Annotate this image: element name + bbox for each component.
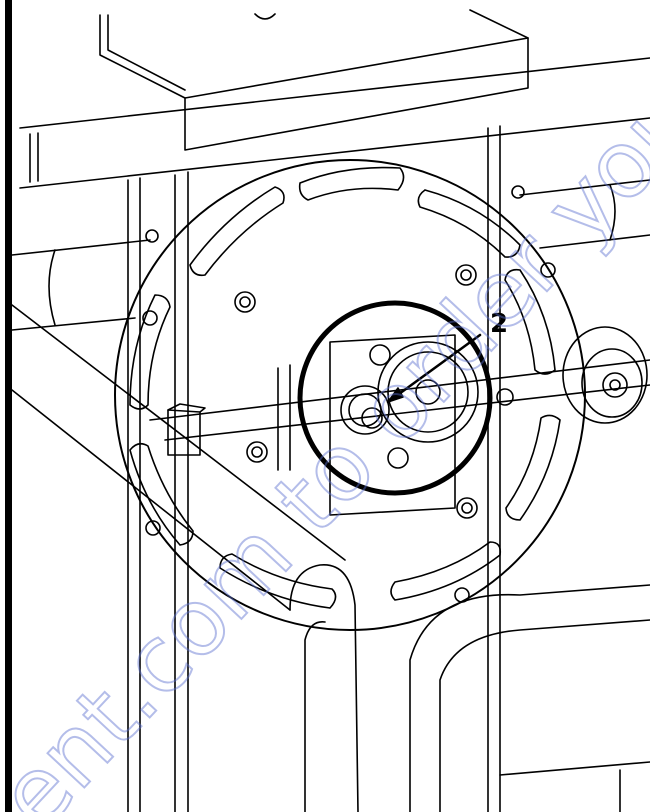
rotor-plate: [114, 159, 586, 631]
side-bracket: [167, 403, 206, 456]
detail-callout-circle: [297, 300, 493, 496]
vertical-frame-posts: [127, 125, 501, 812]
left-border-bar: [5, 0, 12, 812]
callout-leader-arrow: [386, 333, 482, 404]
horizontal-beam: [19, 57, 650, 189]
diagonal-frame-arms: [11, 304, 650, 611]
pinion-gear: [340, 385, 390, 435]
top-mounting-box: [99, 9, 529, 151]
gear-motor-housing: [277, 334, 456, 516]
plate-bolts: [234, 264, 514, 519]
right-tube: [519, 179, 650, 249]
spur-gear: [377, 341, 479, 443]
lower-tubes: [289, 564, 650, 812]
callout-label-2: 2: [490, 309, 508, 339]
left-tube: [11, 239, 151, 331]
roller-wheel: [562, 326, 648, 424]
